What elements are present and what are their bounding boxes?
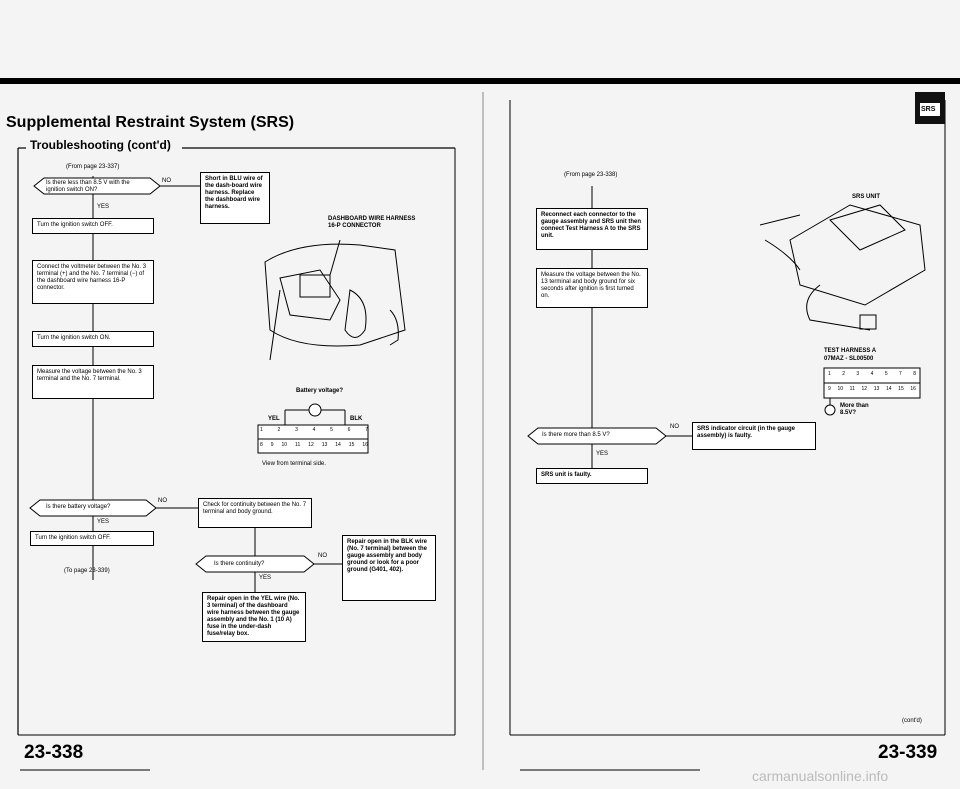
pin: 2 <box>277 427 281 433</box>
pin: 5 <box>884 371 888 377</box>
yes-label-right: YES <box>596 451 609 457</box>
yel-label: YEL <box>268 416 280 422</box>
pin: 3 <box>856 371 860 377</box>
pin: 6 <box>347 427 351 433</box>
view-terminal-side: View from terminal side. <box>262 461 326 467</box>
pin: 4 <box>312 427 316 433</box>
connector-top-row: 1 2 3 4 5 6 7 <box>260 427 368 433</box>
pin: 7 <box>899 371 902 377</box>
battery-voltage-label: Battery voltage? <box>296 388 344 394</box>
action-srs-unit-faulty: SRS unit is faulty. <box>536 468 648 484</box>
pin: 14 <box>335 442 341 448</box>
pin: 11 <box>849 386 855 392</box>
blk-label: BLK <box>350 416 363 422</box>
connector-bottom-row: 8 9 10 11 12 13 14 15 16 <box>260 442 368 448</box>
test-harness-label: TEST HARNESS A <box>824 348 877 354</box>
action-srs-indicator-faulty: SRS indicator circuit (in the gauge asse… <box>692 422 816 450</box>
pin: 15 <box>348 442 355 448</box>
pin: 13 <box>321 442 328 448</box>
pin: 16 <box>910 386 916 392</box>
pin: 9 <box>270 442 274 448</box>
no-label-right: NO <box>670 424 679 430</box>
pin: 7 <box>365 427 368 433</box>
page-number-right: 23-339 <box>878 742 938 763</box>
step-measure-voltage: Measure the voltage between the No. 3 te… <box>32 365 154 399</box>
pin: 15 <box>898 386 904 392</box>
voltage-label: 8.5V? <box>840 410 857 416</box>
action-short-blu-wire: Short in BLU wire of the dash-board wire… <box>200 172 270 224</box>
pin: 8 <box>913 371 916 377</box>
yes-label-2: YES <box>97 519 110 525</box>
yes-label-3: YES <box>259 575 272 581</box>
from-reference-right: (From page 23-338) <box>564 172 618 178</box>
page-number-left: 23-338 <box>24 742 84 763</box>
srs-unit-label: SRS UNIT <box>852 194 881 200</box>
from-reference: (From page 23-337) <box>66 164 120 170</box>
pin: 14 <box>885 386 892 392</box>
no-label-2: NO <box>158 498 167 504</box>
no-label: NO <box>162 178 171 184</box>
pin: 12 <box>861 386 868 392</box>
page-title: Supplemental Restraint System (SRS) <box>6 114 295 131</box>
step-ignition-off-2: Turn the ignition switch OFF. <box>30 531 154 546</box>
pin: 13 <box>873 386 880 392</box>
more-than-label: More than <box>840 403 869 409</box>
watermark: carmanualsonline.info <box>752 768 889 784</box>
srs-icon: SRS <box>921 106 936 113</box>
pin: 5 <box>330 427 333 433</box>
pin: 3 <box>295 427 298 433</box>
pin: 12 <box>308 442 314 448</box>
to-reference: (To page 23-339) <box>64 568 110 574</box>
pin: 2 <box>842 371 845 377</box>
pin: 11 <box>295 442 301 448</box>
step-connect-voltmeter: Connect the voltmeter between the No. 3 … <box>32 260 154 304</box>
pin: 4 <box>870 371 874 377</box>
harness-bottom-row: 9 10 11 12 13 14 15 16 <box>828 386 916 392</box>
step-ignition-on: Turn the ignition switch ON. <box>32 331 154 347</box>
question-battery-voltage: Is there battery voltage? <box>46 504 111 510</box>
question-less-than-8-5v: Is there less than 8.5 V with the igniti… <box>46 180 130 193</box>
step-ignition-off: Turn the ignition switch OFF. <box>32 218 154 234</box>
pin: 8 <box>260 442 263 448</box>
action-check-continuity: Check for continuity between the No. 7 t… <box>198 498 312 528</box>
question-more-than-8-5v: Is there more than 8.5 V? <box>542 432 610 438</box>
question-continuity: Is there continuity? <box>214 561 265 567</box>
pin: 1 <box>828 371 831 377</box>
test-harness-part: 07MAZ - SL00500 <box>824 356 874 362</box>
step-measure-13: Measure the voltage between the No. 13 t… <box>536 268 648 308</box>
page-subtitle: Troubleshooting (cont'd) <box>27 138 174 152</box>
step-reconnect: Reconnect each connector to the gauge as… <box>536 208 648 250</box>
action-repair-blk-wire: Repair open in the BLK wire (No. 7 termi… <box>342 535 436 601</box>
dashboard-connector-label: DASHBOARD WIRE HARNESS 16-P CONNECTOR <box>328 216 416 229</box>
continued-label: (cont'd) <box>902 718 922 724</box>
pin: 10 <box>281 442 288 448</box>
no-label-3: NO <box>318 553 327 559</box>
pin: 10 <box>837 386 843 392</box>
pin: 9 <box>828 386 831 392</box>
pin: 1 <box>260 427 263 433</box>
action-repair-yel-wire: Repair open in the YEL wire (No. 3 termi… <box>202 592 306 642</box>
pin: 16 <box>362 442 368 448</box>
harness-top-row: 1 2 3 4 5 7 8 <box>828 371 916 377</box>
yes-label: YES <box>97 204 110 210</box>
